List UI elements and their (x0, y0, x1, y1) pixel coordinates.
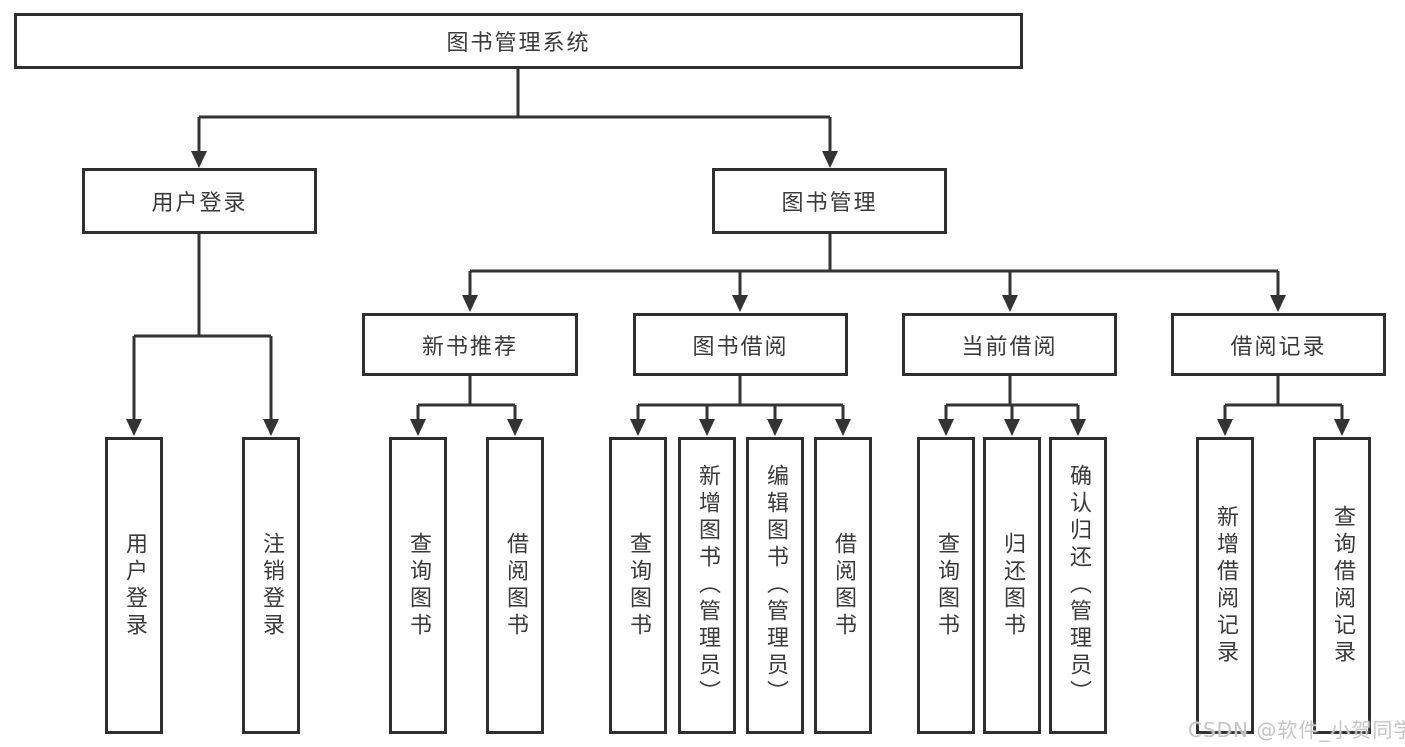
arrowhead-down-icon (126, 419, 142, 436)
node-book-borrow: 图书借阅 (633, 313, 848, 376)
arrowhead-down-icon (822, 151, 838, 168)
node-label: 注销登录 (259, 531, 284, 640)
node-root: 图书管理系统 (14, 13, 1023, 69)
node-label: 图书管理系统 (446, 31, 591, 56)
arrowhead-down-icon (1070, 419, 1086, 436)
node-leaf-return-book: 归还图书 (983, 437, 1041, 734)
arrowhead-down-icon (630, 419, 646, 436)
node-label: 新书推荐 (421, 334, 518, 360)
arrowhead-down-icon (462, 295, 478, 312)
node-leaf-add-book-admin: 新增图书（管理员） (678, 437, 736, 734)
node-label: 归还图书 (1000, 531, 1025, 640)
node-label: 借阅图书 (831, 531, 856, 640)
arrowhead-down-icon (938, 419, 954, 436)
node-leaf-borrow-book-1: 借阅图书 (486, 437, 544, 734)
watermark: CSDN @软件_小贺同学 (1188, 718, 1405, 742)
node-label: 借阅图书 (503, 531, 528, 640)
arrowhead-down-icon (1334, 419, 1350, 436)
node-leaf-add-borrow-record: 新增借阅记录 (1196, 437, 1254, 734)
node-current-borrow: 当前借阅 (902, 313, 1117, 376)
arrowhead-down-icon (1004, 419, 1020, 436)
node-leaf-confirm-return: 确认归还（管理员） (1049, 437, 1107, 734)
node-user-login-group: 用户登录 (82, 168, 317, 234)
arrowhead-down-icon (767, 419, 783, 436)
node-label: 用户登录 (122, 531, 147, 640)
node-label: 确认归还（管理员） (1066, 464, 1091, 707)
node-label: 图书管理 (781, 191, 878, 216)
node-leaf-query-book-1: 查询图书 (389, 437, 447, 734)
node-leaf-user-login: 用户登录 (105, 437, 163, 734)
node-label: 图书借阅 (692, 334, 789, 360)
arrowhead-down-icon (410, 419, 426, 436)
node-leaf-query-book-2: 查询图书 (609, 437, 667, 734)
node-label: 用户登录 (151, 191, 248, 216)
node-leaf-edit-book-admin: 编辑图书（管理员） (746, 437, 804, 734)
node-leaf-logout: 注销登录 (242, 437, 300, 734)
node-label: 查询借阅记录 (1330, 504, 1355, 667)
node-leaf-borrow-book-2: 借阅图书 (814, 437, 872, 734)
arrowhead-down-icon (1270, 295, 1286, 312)
node-label: 借阅记录 (1230, 334, 1327, 360)
node-label: 新增图书（管理员） (695, 464, 720, 707)
node-leaf-query-borrow-record: 查询借阅记录 (1313, 437, 1371, 734)
arrowhead-down-icon (263, 419, 279, 436)
node-borrow-records: 借阅记录 (1171, 313, 1386, 376)
arrowhead-down-icon (1217, 419, 1233, 436)
node-label: 查询图书 (934, 531, 959, 640)
node-label: 编辑图书（管理员） (763, 464, 788, 707)
node-label: 新增借阅记录 (1213, 504, 1238, 667)
node-book-management: 图书管理 (712, 168, 947, 234)
arrowhead-down-icon (699, 419, 715, 436)
arrowhead-down-icon (732, 295, 748, 312)
node-leaf-query-book-3: 查询图书 (917, 437, 975, 734)
node-label: 当前借阅 (961, 334, 1058, 360)
node-label: 查询图书 (626, 531, 651, 640)
arrowhead-down-icon (191, 151, 207, 168)
node-label: 查询图书 (406, 531, 431, 640)
arrowhead-down-icon (1002, 295, 1018, 312)
node-new-book-recommend: 新书推荐 (362, 313, 578, 376)
arrowhead-down-icon (835, 419, 851, 436)
arrowhead-down-icon (507, 419, 523, 436)
